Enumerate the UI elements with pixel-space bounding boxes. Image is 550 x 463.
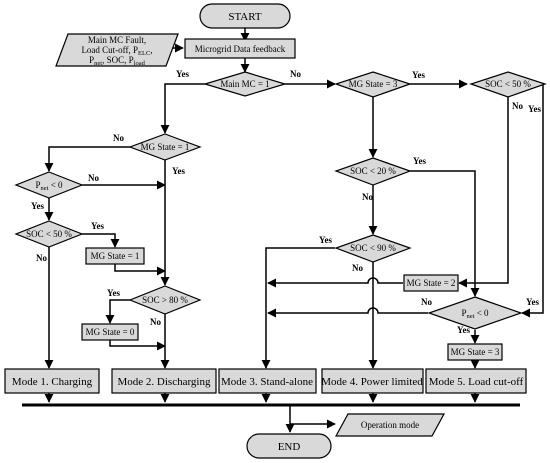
- set-mg-state-1-box: [85, 247, 145, 265]
- operation-mode-label: Operation mode: [361, 420, 419, 430]
- branch-label-yes: Yes: [319, 235, 332, 245]
- set-mg-state-1-label: MG State = 1: [91, 251, 140, 261]
- mode-4-label: Mode 4. Power limited: [321, 376, 423, 388]
- branch-label-yes: Yes: [176, 69, 189, 79]
- set-mg-state-2-label: MG State = 2: [407, 278, 456, 288]
- inputs-line2: Load Cut-off, PELC,: [81, 45, 152, 57]
- connector: [105, 299, 130, 324]
- branch-label-no: No: [150, 317, 161, 327]
- microgrid-feedback-label: Microgrid Data feedback: [195, 44, 286, 54]
- branch-label-no: No: [512, 101, 523, 111]
- branch-label-no: No: [36, 253, 47, 263]
- branch-label-yes: Yes: [31, 201, 44, 211]
- end-label: END: [278, 441, 301, 453]
- connector: [458, 97, 509, 288]
- set-mg-state-3-label: MG State = 3: [451, 347, 500, 357]
- mg-state-1-decision-label: MG State = 1: [141, 142, 190, 152]
- inputs-line3: Pnet, SOC, Pload: [89, 55, 145, 67]
- mg-state-3-decision-label: MG State = 3: [349, 79, 398, 89]
- soc-under-20-decision: [334, 157, 412, 186]
- connector: [261, 247, 335, 369]
- set-mg-state-0-label: MG State = 0: [86, 327, 135, 337]
- connector: [109, 340, 166, 351]
- branch-label-yes: Yes: [412, 70, 425, 80]
- pnet-negative-left-decision: [14, 171, 84, 199]
- branch-label-yes: Yes: [107, 288, 120, 298]
- mode-4-box: [321, 368, 424, 394]
- connector: [82, 233, 120, 248]
- pnet-negative-right-decision: [427, 296, 523, 330]
- branch-label-yes: Yes: [172, 166, 185, 176]
- branch-label-yes: Yes: [457, 325, 470, 335]
- soc-over-80-label: SOC > 80 %: [142, 295, 188, 305]
- mode-3-label: Mode 3. Stand-alone: [221, 376, 313, 388]
- connector: [44, 146, 130, 172]
- connector: [410, 170, 480, 297]
- microgrid-feedback-box: [184, 38, 296, 59]
- branch-label-yes: Yes: [526, 297, 539, 307]
- mode-5-box: [425, 368, 527, 394]
- connector: [521, 84, 544, 318]
- soc-under-50-left-label: SOC < 50 %: [26, 229, 72, 239]
- branch-label-yes: Yes: [91, 221, 104, 231]
- operation-mode-output: [334, 413, 446, 437]
- start-label: START: [228, 11, 262, 23]
- mg-state-1-decision: [128, 133, 202, 161]
- branch-label-no: No: [352, 263, 363, 273]
- branch-label-yes: Yes: [413, 156, 426, 166]
- soc-under-50-left-decision: [14, 220, 84, 248]
- soc-under-50-right-label: SOC < 50 %: [485, 79, 531, 89]
- soc-under-50-right-decision: [469, 71, 547, 98]
- mode-2-box: [111, 368, 217, 394]
- end-terminal: [246, 433, 332, 459]
- inputs-line1: Main MC Fault,: [88, 35, 146, 45]
- connectors: [44, 28, 544, 433]
- mode-3-box: [218, 368, 317, 394]
- soc-over-80-decision: [128, 285, 202, 315]
- branch-label-no: No: [113, 133, 124, 143]
- connector: [160, 83, 205, 134]
- soc-under-90-label: SOC < 90 %: [350, 243, 396, 253]
- branch-labels: Yes No Yes No Yes No Yes No Yes Yes No Y…: [31, 69, 541, 335]
- set-mg-state-2-box: [403, 274, 459, 292]
- branch-label-no: No: [362, 192, 373, 202]
- mode-1-box: [4, 368, 100, 394]
- connector: [267, 307, 428, 318]
- mg-state-3-decision: [334, 71, 412, 98]
- set-mg-state-0-box: [81, 323, 139, 341]
- branch-label-no: No: [421, 297, 432, 307]
- connector: [267, 277, 403, 288]
- mode-1-label: Mode 1. Charging: [12, 376, 93, 388]
- soc-under-90-decision: [334, 234, 412, 263]
- branch-label-no: No: [290, 69, 301, 79]
- inputs-parallelogram: [55, 33, 179, 67]
- main-mc-label: Main MC = 1: [220, 79, 269, 89]
- mode-5-label: Mode 5. Load cut-off: [429, 376, 524, 388]
- connector: [114, 264, 166, 276]
- pnet-negative-right-label: Pnet < 0: [461, 308, 489, 320]
- soc-under-20-label: SOC < 20 %: [350, 166, 396, 176]
- branch-label-no: No: [88, 173, 99, 183]
- pnet-negative-left-label: Pnet < 0: [35, 180, 63, 192]
- main-mc-decision: [202, 71, 288, 97]
- set-mg-state-3-box: [447, 343, 503, 361]
- mode-2-label: Mode 2. Discharging: [118, 376, 211, 388]
- start-terminal: [199, 3, 291, 29]
- branch-label-yes: Yes: [528, 104, 541, 114]
